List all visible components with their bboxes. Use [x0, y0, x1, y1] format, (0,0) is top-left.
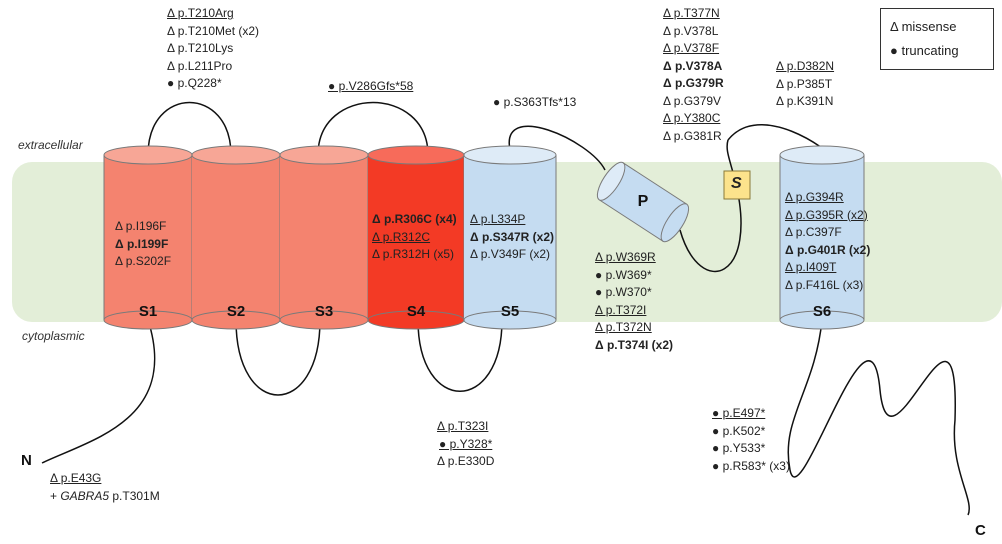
legend-truncating: ● truncating — [890, 43, 959, 58]
pore-helix-label: P — [637, 193, 649, 210]
legend-missense: Δ missense — [890, 19, 957, 34]
variants-s6: Δ p.G394R Δ p.G395R (x2) Δ p.C397F Δ p.G… — [785, 189, 870, 294]
variant-label: Δ p.G381R — [663, 128, 722, 143]
variants-s-s6-loop: Δ p.D382N Δ p.P385T Δ p.K391N — [776, 58, 834, 111]
variants-p-loop-bottom: Δ p.W369R ● p.W369* ● p.W370* Δ p.T372I … — [595, 249, 673, 354]
variant-label: Δ p.G394R — [785, 190, 844, 204]
variant-label: Δ p.L334P — [470, 212, 526, 226]
variant-label: ● p.W369* — [595, 267, 652, 282]
variant-label: Δ p.F416L (x3) — [785, 277, 864, 292]
extracellular-label: extracellular — [18, 138, 83, 152]
variant-label: Δ p.T210Arg — [167, 6, 234, 20]
variant-label: Δ p.C397F — [785, 225, 842, 239]
variant-label: Δ p.T210Lys — [167, 41, 234, 55]
variant-label: Δ p.E330D — [437, 454, 495, 468]
variant-label: Δ p.R312C — [372, 229, 431, 244]
variants-s1: Δ p.I196F Δ p.I199F Δ p.S202F — [115, 218, 171, 271]
variants-loop-s4-s5: Δ p.T323I ● p.Y328* Δ p.E330D — [437, 418, 494, 471]
variant-label: ● p.V286Gfs*58 — [328, 79, 414, 93]
variants-s5: Δ p.L334P Δ p.S347R (x2) Δ p.V349F (x2) — [470, 211, 554, 264]
variants-loop-s1-s2: Δ p.T210Arg Δ p.T210Met (x2) Δ p.T210Lys… — [167, 5, 259, 93]
variant-label: Δ p.D382N — [776, 59, 835, 73]
variant-label: ● p.Y328* — [439, 436, 493, 451]
segment-s3 — [279, 145, 369, 330]
variant-label: Δ p.G379R — [663, 76, 724, 90]
variant-label: Δ p.R312H (x5) — [372, 247, 455, 261]
variant-label: Δ p.S347R (x2) — [470, 229, 554, 244]
loop-s3-s4-extracellular — [317, 101, 429, 156]
n-terminus-tail — [41, 319, 156, 464]
variant-label: Δ p.T210Met (x2) — [167, 23, 260, 38]
variant-label: Δ p.V378A — [663, 58, 723, 73]
variant-label: Δ p.K391N — [776, 94, 834, 108]
segment-s1-label: S1 — [138, 303, 158, 320]
variant-label: Δ p.W369R — [595, 250, 656, 264]
variant-label: ● p.R583* (x3) — [712, 458, 790, 473]
variant-label: Δ p.G379V — [663, 93, 722, 108]
segment-s6 — [779, 145, 865, 330]
variant-label: Δ p.T374I (x2) — [595, 337, 673, 352]
variant-label: ● p.E497* — [712, 406, 766, 420]
loop-s1-s2-extracellular — [147, 101, 232, 156]
s-box — [723, 170, 751, 200]
variant-label: Δ p.I196F — [115, 219, 167, 233]
variant-label: Δ p.P385T — [776, 76, 833, 91]
note-prefix: + — [50, 488, 61, 503]
variant-label: Δ p.V349F (x2) — [470, 247, 551, 261]
legend: Δ missense ● truncating — [880, 8, 994, 70]
segment-s1 — [103, 145, 193, 330]
variant-label: Δ p.R306C (x4) — [372, 212, 457, 226]
variant-label: Δ p.G395R (x2) — [785, 207, 868, 222]
segment-s2-label: S2 — [226, 303, 246, 320]
variant-label: Δ p.Y380C — [663, 111, 721, 125]
s-box-label: S — [731, 175, 742, 192]
variant-label: Δ p.I199F — [115, 236, 169, 251]
variant-label: Δ p.T377N — [663, 6, 720, 20]
variants-loop-s3-s4: ● p.V286Gfs*58 — [328, 78, 413, 96]
variant-label: Δ p.T323I — [437, 419, 489, 433]
variant-label: Δ p.L211Pro — [167, 58, 233, 73]
cytoplasmic-label: cytoplasmic — [22, 329, 85, 343]
variant-label: Δ p.I409T — [785, 260, 837, 274]
segment-s3-label: S3 — [314, 303, 334, 320]
variant-label: Δ p.V378L — [663, 23, 719, 38]
segment-s2 — [191, 145, 281, 330]
segment-s6-label: S6 — [812, 303, 832, 320]
n-term-gabra5-note: + GABRA5 p.T301M — [50, 488, 160, 506]
variant-label: Δ p.V378F — [663, 41, 720, 55]
c-terminus-tail — [787, 319, 970, 516]
variant-label: ● p.Q228* — [167, 76, 222, 90]
gene-name: GABRA5 — [60, 488, 110, 503]
variant-label: ● p.Y533* — [712, 441, 766, 455]
variants-loop-s5-p: ● p.S363Tfs*13 — [493, 94, 576, 112]
note-variant: p.T301M — [109, 488, 160, 503]
variant-label: Δ p.T372N — [595, 320, 652, 334]
variants-n-term: Δ p.E43G + GABRA5 p.T301M — [50, 470, 160, 505]
loop-s2-s3-cytoplasmic — [235, 319, 321, 396]
variants-s4: Δ p.R306C (x4) Δ p.R312C Δ p.R312H (x5) — [372, 211, 457, 264]
variant-label: ● p.W370* — [595, 285, 652, 299]
segment-s5-label: S5 — [500, 303, 520, 320]
loop-s4-s5-cytoplasmic — [417, 319, 503, 392]
segment-s4-label: S4 — [406, 303, 426, 320]
segment-s5 — [463, 145, 557, 330]
c-terminus-label: C — [975, 522, 986, 539]
n-terminus-label: N — [21, 452, 32, 469]
variant-label: Δ p.G401R (x2) — [785, 242, 871, 257]
variants-p-loop-top: Δ p.T377N Δ p.V378L Δ p.V378F Δ p.V378A … — [663, 5, 724, 145]
variant-label: Δ p.T372I — [595, 302, 647, 317]
variant-label: Δ p.E43G — [50, 471, 102, 485]
pore-helix-p — [596, 161, 690, 243]
variant-label: ● p.K502* — [712, 423, 766, 438]
variant-label: Δ p.S202F — [115, 254, 172, 268]
variant-label: ● p.S363Tfs*13 — [493, 95, 577, 109]
loop-s5-p — [508, 125, 606, 171]
loop-p-s — [679, 139, 742, 273]
segment-s4 — [367, 145, 465, 330]
variants-c-term: ● p.E497* ● p.K502* ● p.Y533* ● p.R583* … — [712, 405, 790, 475]
